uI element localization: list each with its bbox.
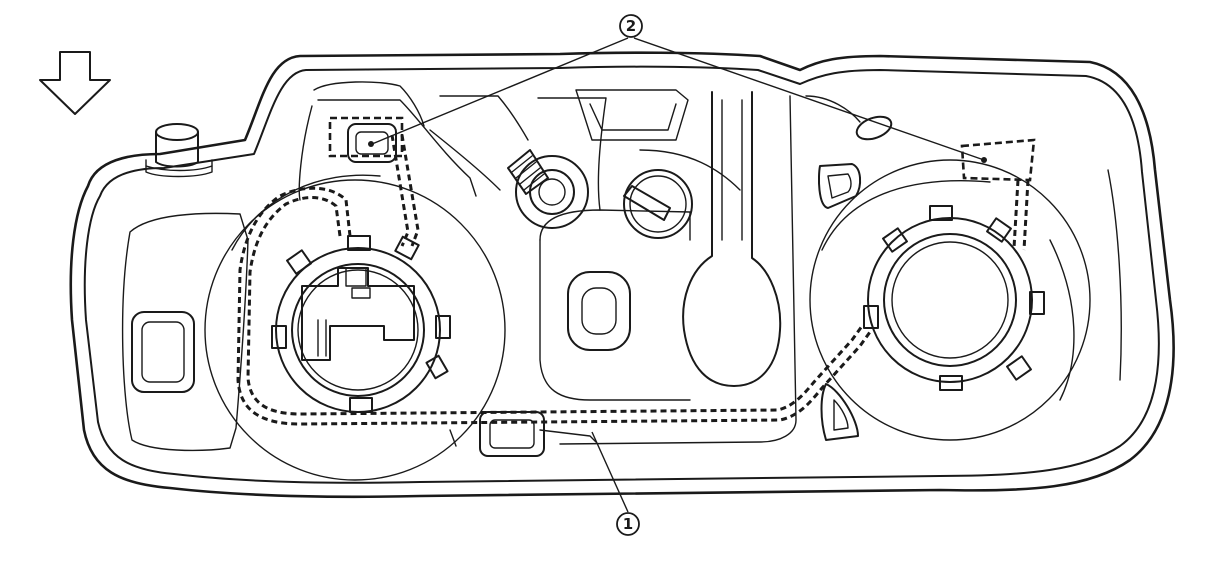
callout-1-label: 1 bbox=[623, 515, 633, 533]
leader-lines bbox=[371, 37, 985, 513]
round-cap bbox=[623, 169, 693, 239]
dashed-harness-route bbox=[236, 134, 1030, 426]
right-features bbox=[818, 115, 1122, 441]
upper-contours bbox=[298, 81, 741, 211]
sender-port bbox=[507, 149, 589, 229]
left-pump-ring bbox=[204, 174, 506, 481]
left-depression bbox=[121, 212, 249, 452]
left-mount-box bbox=[328, 116, 404, 158]
down-arrow-icon bbox=[39, 51, 111, 115]
callout-1: 1 bbox=[616, 512, 640, 536]
right-pump-ring bbox=[809, 159, 1091, 441]
filler-neck bbox=[145, 123, 213, 178]
center-regions bbox=[539, 95, 861, 445]
tank-outline bbox=[69, 51, 1175, 499]
center-channel bbox=[682, 91, 782, 387]
callout-2: 2 bbox=[619, 14, 643, 38]
callout-2-label: 2 bbox=[626, 17, 636, 35]
right-mount-box bbox=[960, 138, 1036, 182]
bottom-tab bbox=[449, 411, 597, 457]
dashed-mount-boxes bbox=[328, 116, 1036, 182]
